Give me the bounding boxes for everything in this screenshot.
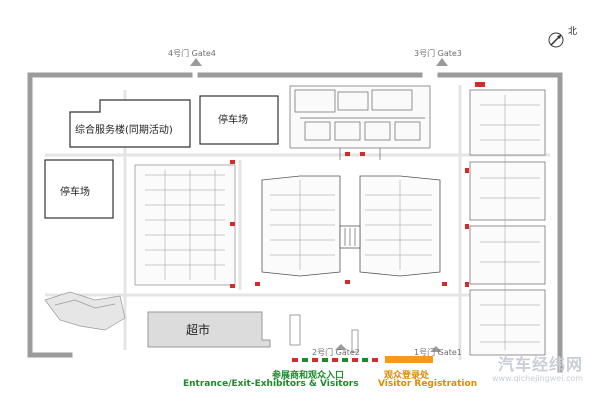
service-building-label: 综合服务楼(同期活动) <box>75 125 173 136</box>
watermark-url: www.qichejingwei.com <box>492 374 584 383</box>
service-building <box>69 99 191 148</box>
supermarket-building <box>147 311 271 348</box>
registration-legend-cn: 观众登录处 <box>384 371 430 381</box>
parking-top-label: 停车场 <box>218 115 248 126</box>
entrance-legend-cn: 参展商和观众入口 <box>272 371 345 381</box>
hall-right <box>469 89 546 356</box>
compass-north-label: 北 <box>568 27 578 37</box>
parking-left <box>44 159 114 219</box>
registration-legend-en: Visitor Registration <box>378 379 478 389</box>
hall-left <box>134 164 236 286</box>
supermarket-label: 超市 <box>186 323 211 337</box>
watermark-brand: 汽车经纬网 <box>498 355 584 374</box>
road-network <box>27 72 563 373</box>
hall-top-center <box>289 85 431 160</box>
gate1-label: 1号门 Gate1 <box>414 348 462 357</box>
gate-arrows <box>190 58 448 352</box>
compass-icon <box>548 32 564 48</box>
landmark-sculpture <box>44 291 126 331</box>
hall-center <box>261 175 441 277</box>
gate2-label: 2号门 Gate2 <box>312 348 360 357</box>
registration-bar <box>385 356 433 363</box>
parking-left-label: 停车场 <box>60 187 90 198</box>
entrance-legend-en: Entrance/Exit-Exhibitors & Visitors <box>183 379 359 389</box>
kiosk-2 <box>351 329 359 353</box>
entrance-markers <box>292 358 378 362</box>
gate3-label: 3号门 Gate3 <box>414 49 462 58</box>
gate4-label: 4号门 Gate4 <box>168 49 216 58</box>
parking-top <box>199 95 279 145</box>
gate-markers <box>230 82 485 288</box>
kiosk-1 <box>289 314 301 346</box>
